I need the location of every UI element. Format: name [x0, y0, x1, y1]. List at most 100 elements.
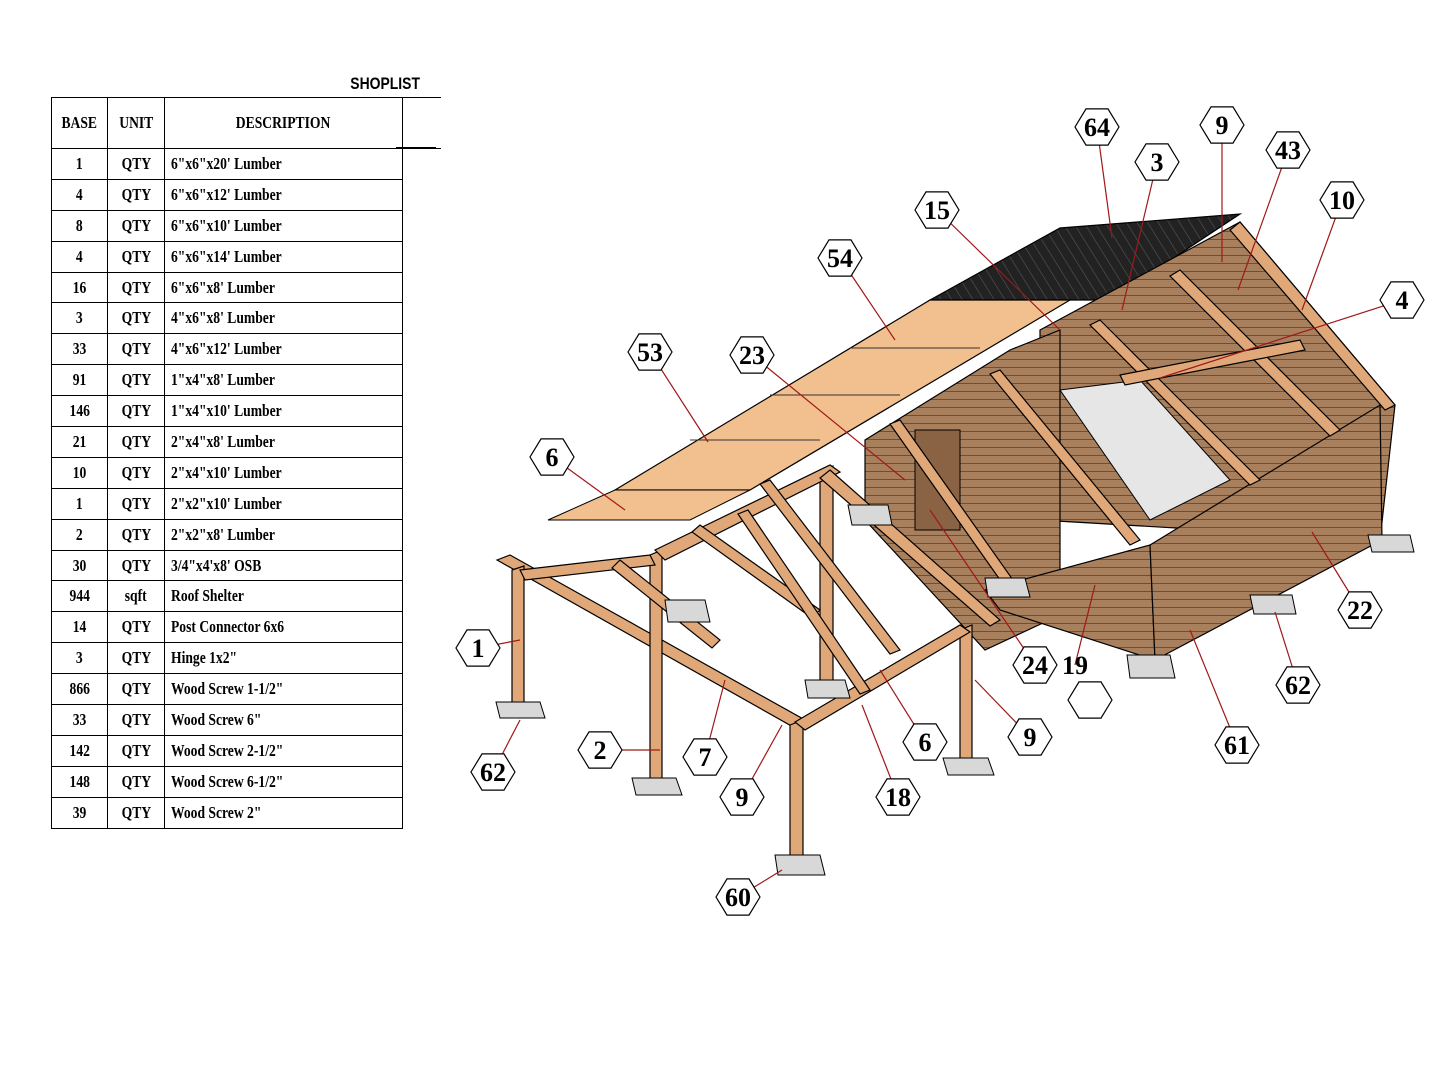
cell-base: 30	[51, 549, 108, 582]
callout: 6	[879, 669, 948, 761]
cell-description: 4"x6"x8' Lumber	[164, 302, 403, 335]
cell-description: Wood Screw 2"	[164, 796, 403, 829]
header-unit: UNIT	[107, 97, 165, 149]
leader-line	[1189, 629, 1238, 746]
cell-description: 6"x6"x14' Lumber	[164, 240, 403, 273]
cell-description: 2"x4"x10' Lumber	[164, 456, 403, 489]
callout: 24	[929, 509, 1058, 684]
callout-hexagon	[914, 191, 960, 229]
callout: 2	[577, 731, 660, 769]
callout: 64	[1074, 108, 1120, 239]
cell-description: 6"x6"x10' Lumber	[164, 209, 403, 242]
cell-base: 3	[51, 302, 108, 335]
callout-label: 53	[637, 338, 663, 367]
callout: 9	[1199, 106, 1245, 262]
cell-base: 2	[51, 518, 108, 551]
cell-unit: QTY	[107, 487, 165, 520]
callout-hexagon	[1199, 106, 1245, 144]
cell-description: 3/4"x4'x8' OSB	[164, 549, 403, 582]
callout-label: 3	[1151, 148, 1164, 177]
callout-hexagon	[1337, 591, 1383, 629]
callout-label: 9	[1024, 723, 1037, 752]
callout-label: 6	[546, 443, 559, 472]
leader-line	[1074, 584, 1096, 666]
cell-description: 6"x6"x12' Lumber	[164, 178, 403, 211]
shelter-frame	[495, 221, 1396, 863]
callout-hexagon	[729, 336, 775, 374]
callout-label: 7	[699, 743, 712, 772]
cell-unit: QTY	[107, 611, 165, 644]
cell-unit: QTY	[107, 148, 165, 180]
leader-line	[936, 209, 1061, 331]
header-base: BASE	[51, 97, 108, 149]
callout-hexagon	[470, 753, 516, 791]
callout-label: 64	[1084, 113, 1110, 142]
callout-label: 1	[472, 634, 485, 663]
callout: 43	[1237, 131, 1311, 291]
cell-unit: QTY	[107, 333, 165, 366]
cell-base: 14	[51, 611, 108, 644]
cell-base: 91	[51, 364, 108, 397]
callout: 62	[1274, 611, 1321, 704]
cell-base: 4	[51, 240, 108, 273]
cell-unit: QTY	[107, 426, 165, 458]
cell-unit: sqft	[107, 580, 165, 613]
cell-description: Post Connector 6x6	[164, 611, 403, 644]
callout: 4	[1159, 281, 1425, 379]
cell-description: Wood Screw 2-1/2"	[164, 734, 403, 767]
callout: 19	[1062, 584, 1096, 680]
callout: 18	[861, 704, 921, 816]
cell-base: 146	[51, 395, 108, 428]
cell-description: Hinge 1x2"	[164, 642, 403, 675]
callout-hexagon	[627, 333, 673, 371]
cell-unit: QTY	[107, 302, 165, 335]
callout: 7	[682, 679, 728, 776]
cell-description: 1"x4"x10' Lumber	[164, 395, 403, 428]
cell-description: 2"x2"x10' Lumber	[164, 487, 403, 520]
callout-label: 43	[1275, 136, 1301, 165]
cell-unit: QTY	[107, 364, 165, 397]
cell-unit: QTY	[107, 209, 165, 242]
cell-unit: QTY	[107, 395, 165, 428]
callout-hexagon	[1319, 181, 1365, 219]
callout: 9	[974, 679, 1053, 756]
cell-base: 1	[51, 148, 108, 180]
footings	[495, 504, 1415, 876]
callout-label: 9	[1216, 111, 1229, 140]
cell-base: 148	[51, 765, 108, 798]
callout-label: 18	[885, 783, 911, 812]
cell-unit: QTY	[107, 518, 165, 551]
callout: 3	[1121, 143, 1180, 311]
shoplist-title: SHOPLIST	[350, 74, 420, 93]
cell-base: 8	[51, 209, 108, 242]
cell-description: 6"x6"x20' Lumber	[164, 148, 403, 180]
cell-unit: QTY	[107, 765, 165, 798]
callout: 54	[817, 239, 896, 341]
cell-description: Wood Screw 6"	[164, 704, 403, 736]
cell-base: 866	[51, 673, 108, 706]
callout-label: 24	[1022, 651, 1048, 680]
callout: 53	[627, 333, 709, 443]
cell-unit: QTY	[107, 456, 165, 489]
cell-unit: QTY	[107, 240, 165, 273]
header-extra	[402, 97, 441, 149]
cell-base: 10	[51, 456, 108, 489]
callout-hexagon	[875, 778, 921, 816]
table-header-row: BASE UNIT DESCRIPTION	[51, 97, 441, 149]
cell-description: Roof Shelter	[164, 580, 403, 613]
callout-hexagon	[817, 239, 863, 277]
callout-label: 9	[736, 783, 749, 812]
